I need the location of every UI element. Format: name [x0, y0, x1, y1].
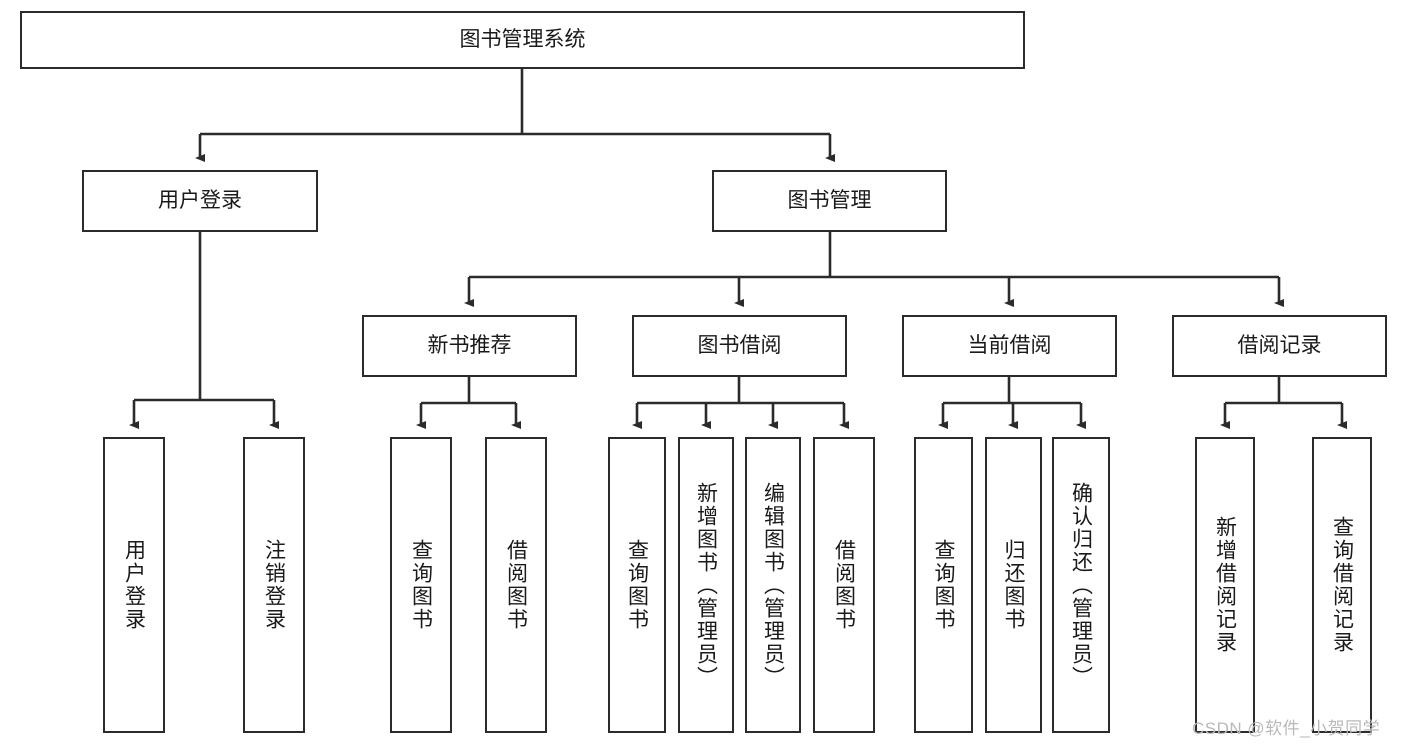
- node-label: 查询图书: [932, 539, 955, 631]
- leaf-query-book-current[interactable]: 查询图书: [914, 437, 973, 733]
- leaf-return-book[interactable]: 归还图书: [985, 437, 1042, 733]
- node-level2-current-borrow[interactable]: 当前借阅: [902, 315, 1117, 377]
- csdn-watermark: CSDN @软件_小贺同学: [1192, 719, 1381, 738]
- leaf-user-login[interactable]: 用户登录: [103, 437, 165, 733]
- node-label: 借阅图书: [504, 539, 528, 631]
- leaf-logout[interactable]: 注销登录: [243, 437, 305, 733]
- node-label: 当前借阅: [967, 333, 1052, 357]
- node-root[interactable]: 图书管理系统: [20, 11, 1025, 69]
- node-label: 用户登录: [122, 539, 146, 631]
- node-label: 图书借阅: [697, 333, 782, 357]
- node-level1-user-login[interactable]: 用户登录: [82, 170, 318, 232]
- node-label: 注销登录: [262, 539, 286, 631]
- node-label: 用户登录: [158, 188, 242, 212]
- leaf-edit-book-admin[interactable]: 编辑图书（管理员）: [745, 437, 801, 733]
- node-level1-book-management[interactable]: 图书管理: [712, 170, 947, 232]
- node-label: 归还图书: [1002, 539, 1025, 631]
- leaf-borrow-book-newbook[interactable]: 借阅图书: [485, 437, 547, 733]
- leaf-borrow-book[interactable]: 借阅图书: [813, 437, 875, 733]
- node-label: 编辑图书（管理员）: [761, 481, 785, 689]
- leaf-add-book-admin[interactable]: 新增图书（管理员）: [678, 437, 734, 733]
- leaf-add-borrow-record[interactable]: 新增借阅记录: [1195, 437, 1255, 733]
- node-label: 借阅记录: [1237, 333, 1322, 357]
- leaf-query-book-newbook[interactable]: 查询图书: [390, 437, 452, 733]
- leaf-query-book-borrow[interactable]: 查询图书: [608, 437, 666, 733]
- node-label: 查询借阅记录: [1330, 516, 1354, 654]
- node-level2-new-book-recommend[interactable]: 新书推荐: [362, 315, 577, 377]
- node-label: 新增借阅记录: [1213, 516, 1237, 654]
- node-level2-book-borrow[interactable]: 图书借阅: [632, 315, 847, 377]
- node-label: 查询图书: [625, 539, 649, 631]
- leaf-confirm-return-admin[interactable]: 确认归还（管理员）: [1052, 437, 1110, 733]
- node-label: 确认归还（管理员）: [1069, 481, 1093, 689]
- node-label: 新增图书（管理员）: [694, 481, 718, 689]
- node-label: 新书推荐: [427, 333, 512, 357]
- node-label: 查询图书: [409, 539, 433, 631]
- node-label: 图书管理: [787, 188, 872, 212]
- node-level2-borrow-records[interactable]: 借阅记录: [1172, 315, 1387, 377]
- leaf-query-borrow-record[interactable]: 查询借阅记录: [1312, 437, 1372, 733]
- node-label: 借阅图书: [832, 539, 856, 631]
- node-root-label: 图书管理系统: [459, 27, 586, 51]
